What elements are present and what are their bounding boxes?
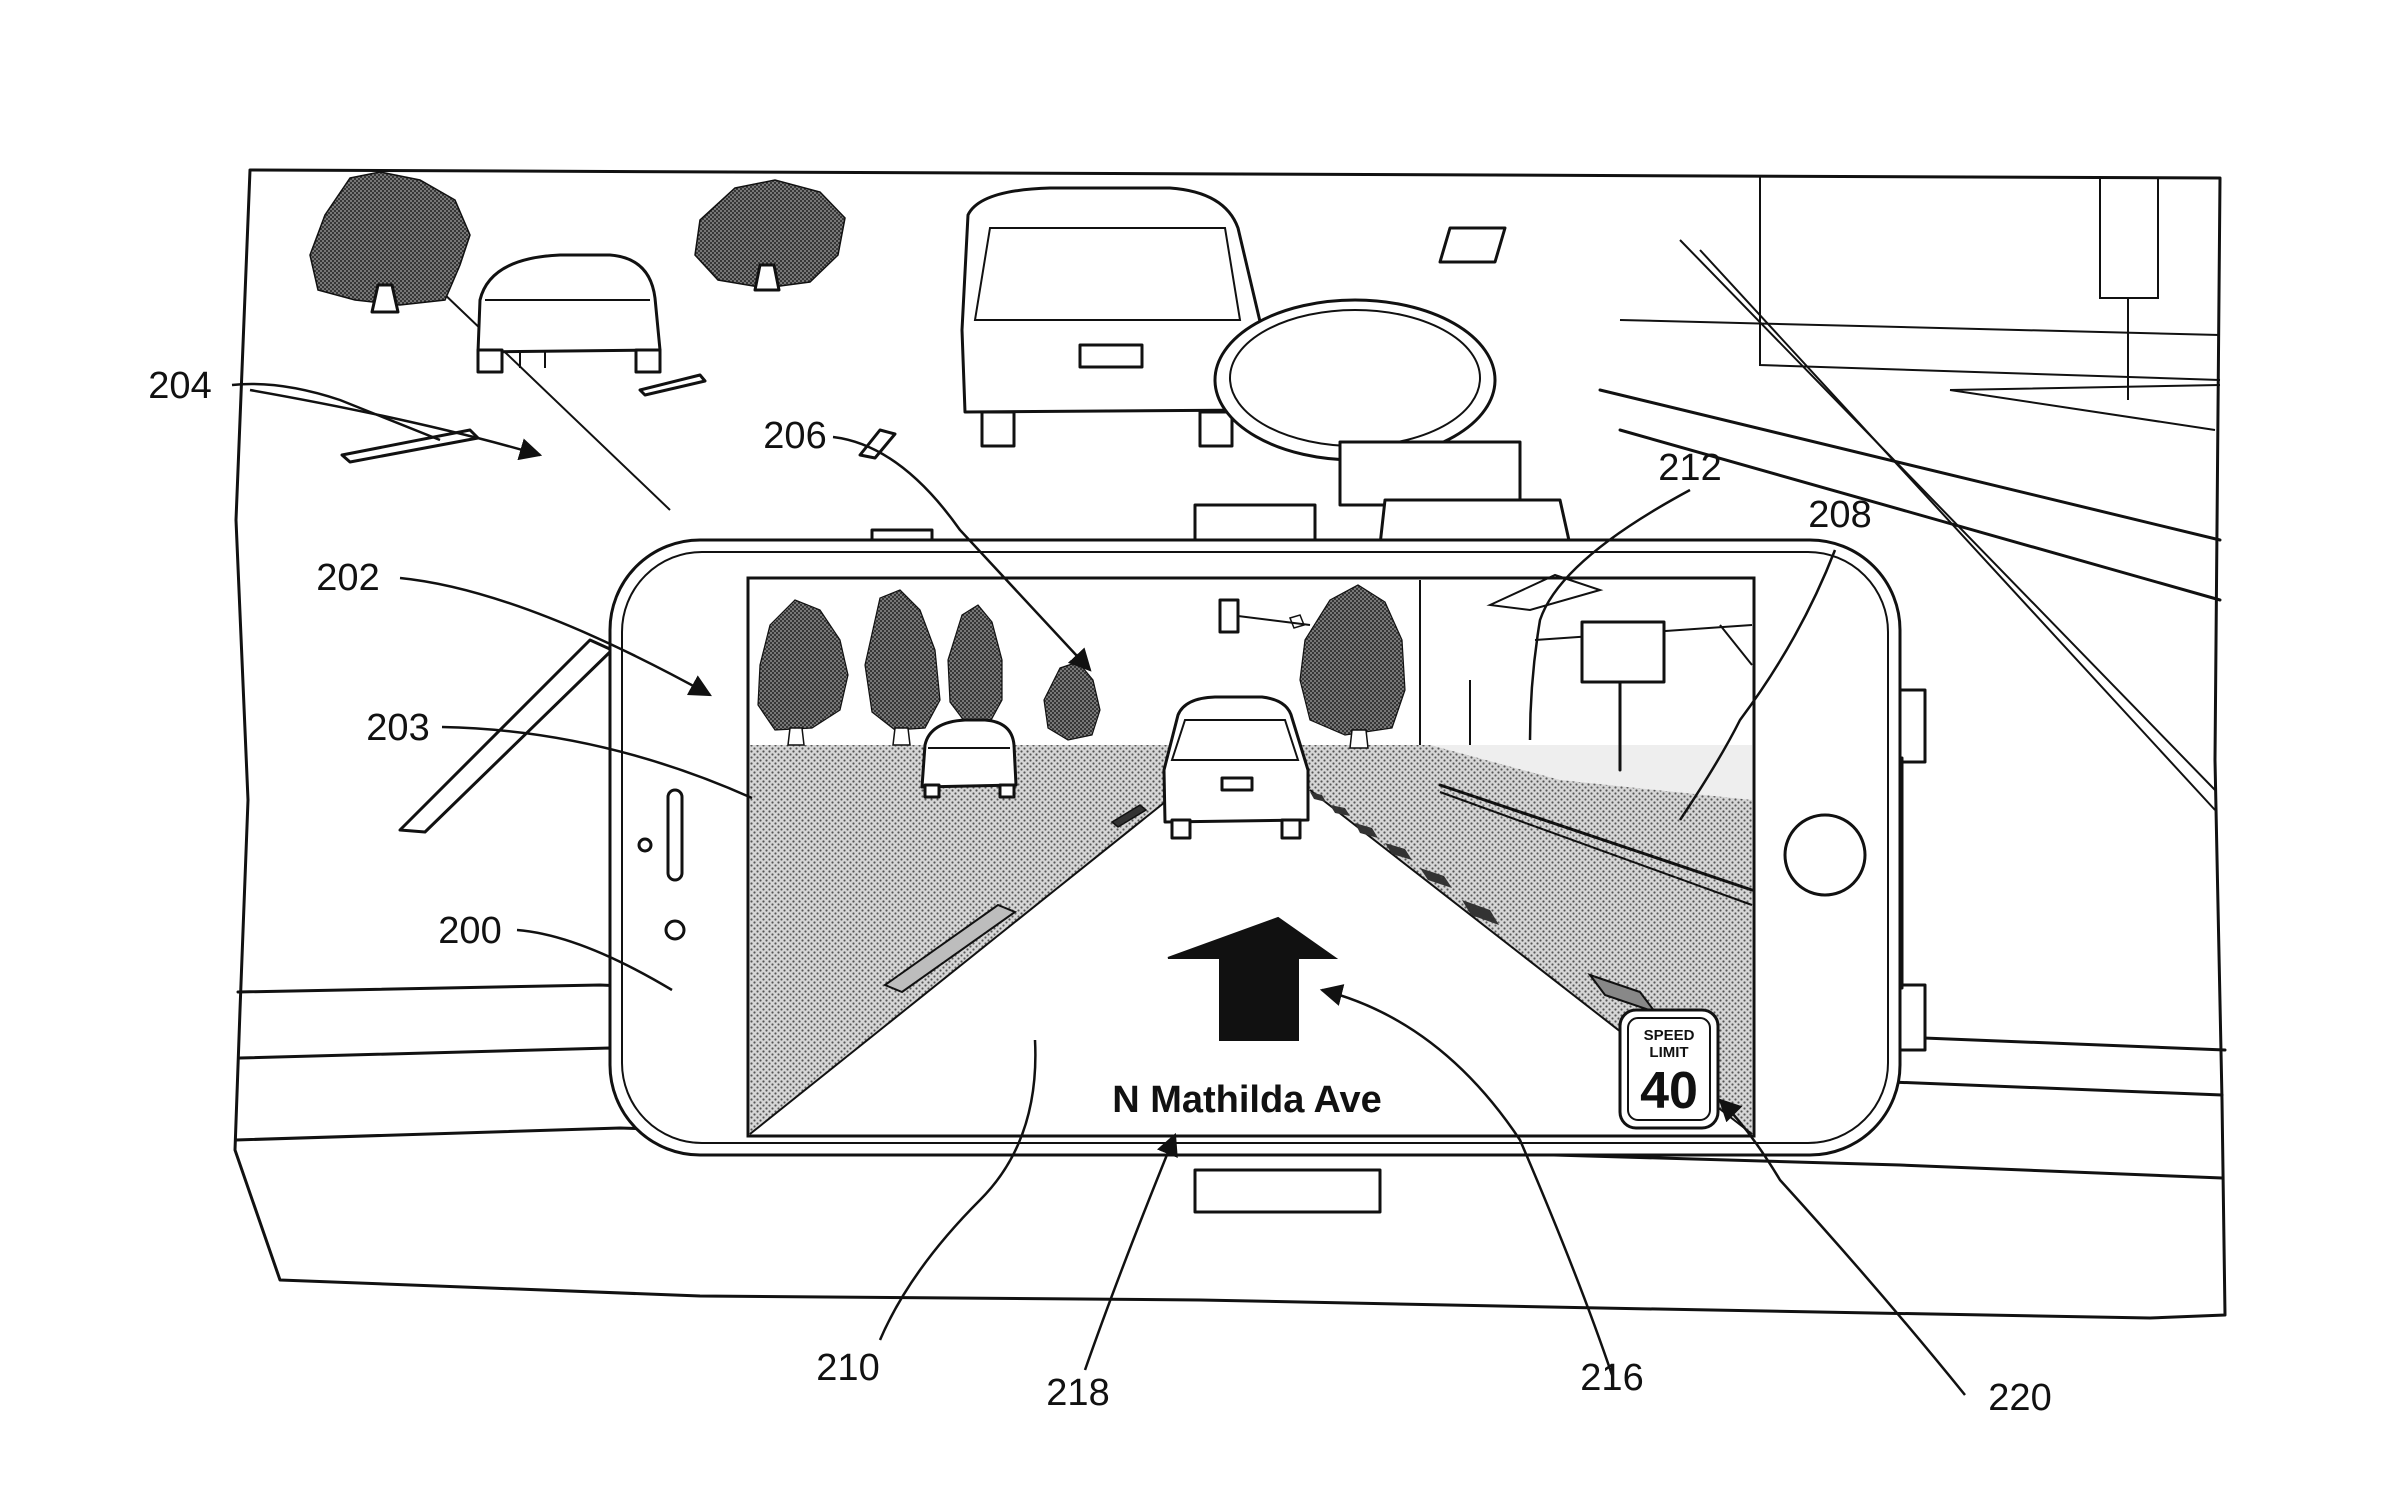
phone-front-camera [664, 919, 686, 941]
phone-speaker [666, 788, 684, 882]
speed-limit-sign: SPEED LIMIT 40 [1618, 1008, 1720, 1130]
windshield-scene [233, 168, 2227, 1320]
leader-lines [231, 382, 1966, 1396]
leader-216 [1319, 984, 1614, 1376]
screen-traffic-signal [1218, 598, 1240, 634]
outer-lane-line-left [398, 638, 614, 834]
leader-212 [1528, 488, 1691, 741]
screen-trees [757, 584, 1406, 749]
leader-203 [441, 725, 753, 800]
screen-car-left [920, 718, 1018, 799]
leader-208 [1678, 549, 1837, 821]
suction-mount [870, 226, 1927, 1214]
glare-line-2 [1679, 239, 2216, 791]
reference-numerals: 204 206 212 208 202 203 200 210 218 216 … [148, 365, 2051, 1419]
cradle-top-clip [1193, 503, 1317, 545]
building-sign [2099, 177, 2159, 299]
outer-lane-dash-2 [638, 373, 707, 397]
leader-204-b [249, 388, 543, 461]
outer-lane-dash-1 [340, 428, 480, 464]
outer-car-center [960, 186, 1264, 448]
screen-building [1419, 573, 1753, 772]
phone-bezel [621, 551, 1889, 1144]
mount-arm [1338, 440, 1522, 507]
outer-tree-2 [694, 179, 846, 292]
screen-lane-dashes [882, 792, 1658, 1014]
curb-right-upper [1598, 388, 2222, 542]
outer-car-left [476, 253, 662, 374]
ref-216: 216 [1580, 1357, 1643, 1399]
cradle-bottom-clip [1193, 1168, 1382, 1214]
outer-tree-1 [309, 171, 471, 314]
speed-sign-line1: SPEED [1644, 1027, 1695, 1044]
ref-208: 208 [1808, 494, 1871, 536]
curb-right-lower [1618, 428, 2222, 602]
leader-200 [516, 928, 673, 992]
screen-curb [1438, 783, 1754, 892]
phone-sensor [637, 837, 653, 853]
street-name-label: N Mathilda Ave [1112, 1079, 1382, 1121]
screen-street-sign [1580, 620, 1666, 684]
parking-line [1949, 384, 2221, 431]
windshield-outline [233, 168, 2227, 1320]
building-roof-line [1619, 319, 2221, 336]
ref-220: 220 [1988, 1377, 2051, 1419]
suction-cup [1213, 298, 1497, 462]
mount-tab [1438, 226, 1507, 264]
glare-line-1 [1699, 249, 2216, 811]
phone-screen: N Mathilda Ave SPEED LIMIT 40 [746, 573, 1756, 1138]
outer-lane-dash-3 [858, 428, 897, 460]
ref-204: 204 [148, 365, 211, 407]
leader-210 [878, 1039, 1037, 1341]
building-outline [1759, 175, 2221, 381]
ref-202: 202 [316, 557, 379, 599]
leader-220 [1718, 1098, 1966, 1396]
ref-206: 206 [763, 415, 826, 457]
ref-212: 212 [1658, 447, 1721, 489]
leader-206 [832, 435, 1092, 672]
navigation-arrow [1167, 916, 1339, 1041]
leader-202 [399, 576, 712, 697]
ref-210: 210 [816, 1347, 879, 1389]
speed-sign-value: 40 [1640, 1062, 1698, 1120]
leader-204-a [231, 382, 441, 442]
speed-sign-line2: LIMIT [1649, 1044, 1688, 1061]
ref-200: 200 [438, 910, 501, 952]
ref-218: 218 [1046, 1372, 1109, 1414]
home-button[interactable] [1783, 813, 1867, 897]
screen-car-center [1162, 695, 1310, 840]
leader-218 [1083, 1132, 1178, 1371]
ref-203: 203 [366, 707, 429, 749]
